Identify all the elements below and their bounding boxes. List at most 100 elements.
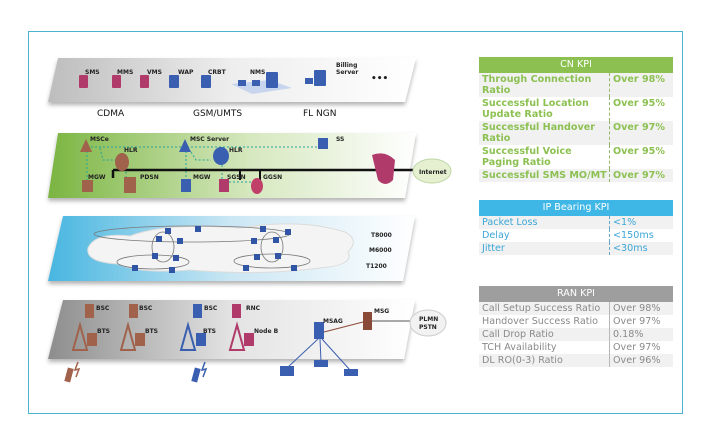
node-label-bsc-3: BSC bbox=[204, 305, 218, 312]
ran-kpi-table: RAN KPI Call Setup Success Ratio Over 98%… bbox=[479, 286, 673, 367]
node-label-sms: SMS bbox=[85, 69, 100, 76]
kpi-row: Call Setup Success Ratio Over 98% bbox=[479, 302, 673, 315]
node-b-tower-icon bbox=[228, 321, 246, 351]
ran-equipment bbox=[64, 304, 447, 383]
rnc-icon bbox=[232, 304, 241, 318]
hlr-cdma-icon bbox=[115, 153, 129, 171]
kpi-value: <1% bbox=[609, 216, 673, 229]
node-label-crbt: CRBT bbox=[208, 69, 227, 76]
node-label-vms: VMS bbox=[147, 69, 162, 76]
sms-server-icon bbox=[79, 75, 88, 88]
kpi-row: DL RO(0-3) Ratio Over 96% bbox=[479, 354, 673, 367]
bts-tower-gsm-icon bbox=[179, 321, 197, 351]
kpi-name: Handover Success Ratio bbox=[482, 316, 599, 327]
kpi-value: Over 97% bbox=[609, 315, 673, 328]
kpi-name: Jitter bbox=[482, 243, 505, 254]
kpi-name: Through Connection Ratio bbox=[482, 74, 592, 96]
cloud-label-plmn: PLMN bbox=[419, 316, 438, 323]
kpi-name: Successful Handover Ratio bbox=[482, 122, 595, 144]
msg-icon bbox=[363, 312, 372, 330]
kpi-value: Over 97% bbox=[609, 169, 673, 182]
kpi-row: Delay <150ms bbox=[479, 229, 673, 242]
signal-bolt-cdma-icon bbox=[73, 361, 81, 378]
firewall-icon bbox=[372, 153, 395, 184]
node-label-node-b: Node B bbox=[254, 328, 279, 335]
service-layer-plane bbox=[48, 58, 416, 102]
node-label-hlr-cdma: HLR bbox=[124, 147, 138, 154]
device-label-t1200: T1200 bbox=[366, 263, 387, 270]
kpi-value: 0.18% bbox=[609, 328, 673, 341]
msc-server-icon bbox=[179, 139, 191, 152]
wap-server-icon bbox=[169, 75, 179, 88]
node-label-bsc-1: BSC bbox=[96, 305, 110, 312]
node-label-bts-3: BTS bbox=[203, 328, 216, 335]
kpi-value: Over 98% bbox=[609, 302, 673, 315]
mms-server-icon bbox=[112, 75, 121, 88]
node-label-pdsn: PDSN bbox=[140, 174, 159, 181]
kpi-value: <150ms bbox=[609, 229, 673, 242]
node-label-wap: WAP bbox=[178, 69, 194, 76]
kpi-name: Successful SMS MO/MT bbox=[482, 170, 607, 181]
kpi-name: Delay bbox=[482, 230, 510, 241]
node-label-msag: MSAG bbox=[323, 318, 343, 325]
internet-label: Internet bbox=[419, 169, 447, 176]
node-label-billing-server-2: Server bbox=[336, 69, 358, 76]
node-label-msce: MSCe bbox=[90, 136, 109, 143]
network-label-fl-ngn: FL NGN bbox=[303, 109, 337, 119]
router-icons bbox=[132, 226, 297, 273]
cloud-label-pstn: PSTN bbox=[419, 324, 437, 331]
ip-kpi-title: IP Bearing KPI bbox=[479, 200, 673, 216]
node-label-mgw-gsm: MGW bbox=[193, 174, 211, 181]
kpi-value: Over 95% bbox=[609, 97, 673, 121]
msag-icon bbox=[314, 322, 324, 339]
kpi-value: Over 98% bbox=[609, 73, 673, 97]
kpi-row: Packet Loss <1% bbox=[479, 216, 673, 229]
signal-bolt-gsm-icon bbox=[200, 361, 208, 378]
node-label-mms: MMS bbox=[117, 69, 133, 76]
node-label-billing-server: Billing bbox=[336, 62, 357, 69]
node-label-bts-2: BTS bbox=[145, 328, 158, 335]
kpi-value: Over 96% bbox=[609, 354, 673, 367]
nms-laptop-icon bbox=[238, 80, 246, 86]
node-label-mgw-cdma: MGW bbox=[88, 174, 106, 181]
node-label-hlr-gsm: HLR bbox=[229, 147, 243, 154]
billing-server-icon bbox=[314, 70, 326, 86]
nms-laptop-icon-2 bbox=[252, 80, 260, 86]
kpi-name: Call Drop Ratio bbox=[482, 329, 554, 340]
ggsn-icon bbox=[251, 178, 263, 194]
bts-tower-cdma-icon bbox=[71, 321, 89, 351]
mobile-handset-cdma-icon bbox=[64, 367, 74, 383]
node-label-nms: NMS bbox=[250, 69, 265, 76]
ss-icon bbox=[318, 138, 328, 149]
kpi-row: Jitter<30ms bbox=[479, 242, 673, 255]
server-icons bbox=[79, 70, 326, 94]
hlr-gsm-icon bbox=[213, 147, 229, 165]
kpi-name: Packet Loss bbox=[482, 217, 538, 228]
core-links bbox=[86, 146, 415, 183]
bts-cdma-icon bbox=[87, 333, 97, 346]
pc-terminal-icon bbox=[280, 366, 294, 376]
network-label-cdma: CDMA bbox=[97, 109, 125, 119]
bsc-cdma-icon-2 bbox=[129, 304, 138, 318]
kpi-name: Call Setup Success Ratio bbox=[482, 303, 601, 314]
ran-kpi-title: RAN KPI bbox=[479, 286, 673, 302]
bsc-gsm-icon bbox=[193, 304, 202, 318]
mobile-handset-gsm-icon bbox=[191, 367, 201, 383]
cn-kpi-title: CN KPI bbox=[479, 57, 673, 73]
kpi-name: DL RO(0-3) Ratio bbox=[482, 355, 563, 366]
device-label-t8000: T8000 bbox=[371, 232, 392, 239]
node-label-rnc: RNC bbox=[246, 305, 261, 312]
kpi-name: Successful Voice Paging Ratio bbox=[482, 146, 572, 168]
network-label-gsm-umts: GSM/UMTS bbox=[193, 109, 242, 119]
node-label-bsc-2: BSC bbox=[139, 305, 153, 312]
node-label-ss: SS bbox=[336, 136, 344, 143]
phone-terminal-icon-2 bbox=[344, 369, 358, 376]
kpi-value: Over 97% bbox=[609, 341, 673, 354]
internet-cloud-icon bbox=[412, 158, 452, 184]
